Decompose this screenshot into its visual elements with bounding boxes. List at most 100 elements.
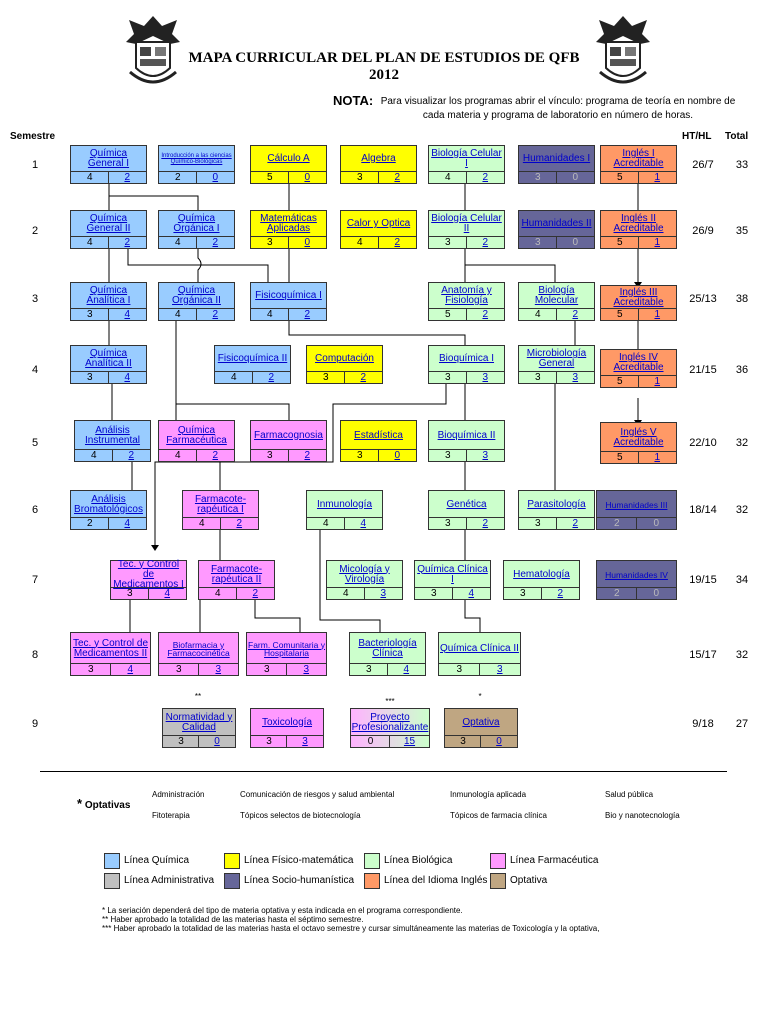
course-lab-hours-link[interactable]: 0 bbox=[195, 172, 235, 183]
course-lab-hours-link[interactable]: 15 bbox=[389, 736, 429, 747]
course-lab-hours-link[interactable]: 3 bbox=[465, 372, 505, 383]
course-lab-hours-link[interactable]: 2 bbox=[235, 588, 275, 599]
course-theory-link[interactable]: Bioquímica II bbox=[437, 429, 496, 441]
course-lab-hours-link[interactable]: 0 bbox=[287, 237, 327, 248]
course-theory-link[interactable]: Química Orgánica I bbox=[173, 213, 220, 234]
course-lab-hours-link[interactable]: 2 bbox=[465, 237, 505, 248]
course-theory-link[interactable]: Farmacote-rapéutica II bbox=[210, 563, 263, 585]
course-lab-hours-link[interactable]: 2 bbox=[465, 309, 505, 320]
course-lab-hours-link[interactable]: 0 bbox=[377, 450, 417, 461]
course-lab-hours-link[interactable]: 1 bbox=[637, 376, 677, 387]
course-lab-hours-link[interactable]: 2 bbox=[377, 237, 417, 248]
course-theory-link[interactable]: Optativa bbox=[462, 716, 500, 728]
course-theory-link[interactable]: Micología y Virología bbox=[339, 563, 390, 585]
course-theory-link[interactable]: Biofarmacia y Farmacocinética bbox=[167, 639, 230, 658]
course-lab-hours-link[interactable]: 0 bbox=[287, 172, 327, 183]
course-theory-link[interactable]: Farm. Comunitaria y Hospitalaria bbox=[248, 639, 325, 658]
course-theory-link[interactable]: Farmacote-rapéutica I bbox=[194, 493, 247, 515]
course-theory-link[interactable]: Química Analítica I bbox=[86, 285, 131, 306]
course-lab-hours-link[interactable]: 2 bbox=[465, 172, 505, 183]
course-lab-hours-link[interactable]: 2 bbox=[555, 518, 595, 529]
course-theory-link[interactable]: Bacteriología Clínica bbox=[358, 637, 417, 659]
course-theory-link[interactable]: Química General I bbox=[87, 148, 130, 169]
course-lab-hours-link[interactable]: 2 bbox=[195, 309, 235, 320]
course-theory-link[interactable]: Tec. y Control de Medicamentos II bbox=[72, 637, 149, 659]
course-theory-link[interactable]: Proyecto Profesionalizante bbox=[351, 711, 429, 733]
course-theory-link[interactable]: Humanidades III bbox=[605, 499, 668, 510]
course-theory-link[interactable]: Biología Molecular bbox=[534, 285, 579, 306]
course-theory-link[interactable]: Fisicoquímica I bbox=[255, 290, 322, 301]
course-theory-link[interactable]: Anatomía y Fisiología bbox=[441, 285, 492, 306]
course-lab-hours-link[interactable]: 0 bbox=[555, 172, 595, 183]
course-theory-link[interactable]: Química Orgánica II bbox=[172, 285, 221, 306]
course-theory-link[interactable]: Humanidades I bbox=[522, 153, 591, 164]
course-lab-hours-link[interactable]: 4 bbox=[386, 664, 426, 675]
course-theory-link[interactable]: Normatividad y Calidad bbox=[165, 711, 233, 733]
course-lab-hours-link[interactable]: 4 bbox=[109, 664, 151, 675]
course-theory-link[interactable]: Bioquímica I bbox=[438, 353, 495, 364]
course-lab-hours-link[interactable]: 0 bbox=[198, 736, 235, 747]
course-lab-hours-link[interactable]: 3 bbox=[286, 736, 323, 747]
course-lab-hours-link[interactable]: 2 bbox=[111, 450, 151, 461]
course-lab-hours-link[interactable]: 0 bbox=[480, 736, 517, 747]
course-lab-hours-link[interactable]: 3 bbox=[555, 372, 595, 383]
course-theory-link[interactable]: Farmacognosia bbox=[254, 429, 323, 441]
course-lab-hours-link[interactable]: 3 bbox=[285, 664, 327, 675]
course-theory-link[interactable]: Inglés I Acreditable bbox=[613, 148, 664, 169]
course-theory-link[interactable]: Química Clínica II bbox=[440, 642, 519, 654]
course-theory-link[interactable]: Parasitología bbox=[527, 498, 586, 510]
course-theory-link[interactable]: Computación bbox=[315, 353, 374, 364]
course-theory-link[interactable]: Toxicología bbox=[261, 716, 313, 728]
course-theory-link[interactable]: Microbiología General bbox=[526, 348, 587, 369]
course-lab-hours-link[interactable]: 2 bbox=[251, 372, 291, 383]
course-lab-hours-link[interactable]: 2 bbox=[107, 237, 147, 248]
course-theory-link[interactable]: Biología Celular I bbox=[431, 148, 502, 169]
course-lab-hours-link[interactable]: 2 bbox=[107, 172, 147, 183]
course-theory-link[interactable]: Química Analítica II bbox=[85, 348, 132, 369]
course-theory-link[interactable]: Química Farmacéutica bbox=[166, 424, 227, 446]
course-lab-hours-link[interactable]: 4 bbox=[107, 518, 147, 529]
course-theory-link[interactable]: Inglés II Acreditable bbox=[613, 213, 664, 234]
course-lab-hours-link[interactable]: 0 bbox=[555, 237, 595, 248]
course-theory-link[interactable]: Inglés V Acreditable bbox=[613, 426, 664, 448]
course-lab-hours-link[interactable]: 2 bbox=[287, 450, 327, 461]
course-theory-link[interactable]: Análisis Bromatológicos bbox=[74, 493, 143, 515]
course-theory-link[interactable]: Introducción a las ciencias Químico-Biol… bbox=[161, 153, 232, 165]
course-lab-hours-link[interactable]: 4 bbox=[343, 518, 383, 529]
course-theory-link[interactable]: Análisis Instrumental bbox=[84, 424, 141, 446]
course-lab-hours-link[interactable]: 0 bbox=[635, 518, 677, 529]
course-lab-hours-link[interactable]: 4 bbox=[451, 588, 491, 599]
course-theory-link[interactable]: Genética bbox=[446, 498, 487, 510]
course-lab-hours-link[interactable]: 2 bbox=[219, 518, 259, 529]
course-lab-hours-link[interactable]: 3 bbox=[363, 588, 403, 599]
course-theory-link[interactable]: Química Clínica I bbox=[417, 563, 488, 585]
course-theory-link[interactable]: Fisicoquímica II bbox=[217, 353, 288, 364]
course-lab-hours-link[interactable]: 2 bbox=[377, 172, 417, 183]
course-lab-hours-link[interactable]: 3 bbox=[465, 450, 505, 461]
course-lab-hours-link[interactable]: 2 bbox=[540, 588, 580, 599]
course-theory-link[interactable]: Tec. y Control de Medicamentos I bbox=[113, 558, 184, 590]
course-lab-hours-link[interactable]: 3 bbox=[197, 664, 239, 675]
course-lab-hours-link[interactable]: 1 bbox=[637, 237, 677, 248]
course-theory-link[interactable]: Calor y Optica bbox=[346, 218, 411, 229]
course-theory-link[interactable]: Estadística bbox=[354, 429, 403, 441]
course-lab-hours-link[interactable]: 1 bbox=[637, 172, 677, 183]
course-lab-hours-link[interactable]: 4 bbox=[107, 309, 147, 320]
course-theory-link[interactable]: Inglés III Acreditable bbox=[613, 286, 664, 308]
course-lab-hours-link[interactable]: 2 bbox=[195, 450, 235, 461]
course-lab-hours-link[interactable]: 2 bbox=[343, 372, 383, 383]
course-theory-link[interactable]: Hematología bbox=[513, 568, 570, 580]
course-lab-hours-link[interactable]: 2 bbox=[287, 309, 327, 320]
course-theory-link[interactable]: Inglés IV Acreditable bbox=[613, 352, 664, 373]
course-lab-hours-link[interactable]: 2 bbox=[555, 309, 595, 320]
course-theory-link[interactable]: Inmunología bbox=[316, 498, 373, 510]
course-theory-link[interactable]: Biología Celular II bbox=[431, 213, 502, 234]
course-lab-hours-link[interactable]: 3 bbox=[478, 664, 521, 675]
course-theory-link[interactable]: Matemáticas Aplicadas bbox=[260, 213, 317, 234]
course-lab-hours-link[interactable]: 0 bbox=[635, 588, 677, 599]
course-lab-hours-link[interactable]: 4 bbox=[147, 588, 187, 599]
course-theory-link[interactable]: Química General II bbox=[86, 213, 131, 234]
course-lab-hours-link[interactable]: 1 bbox=[637, 452, 677, 463]
course-lab-hours-link[interactable]: 2 bbox=[465, 518, 505, 529]
course-lab-hours-link[interactable]: 1 bbox=[637, 309, 677, 320]
